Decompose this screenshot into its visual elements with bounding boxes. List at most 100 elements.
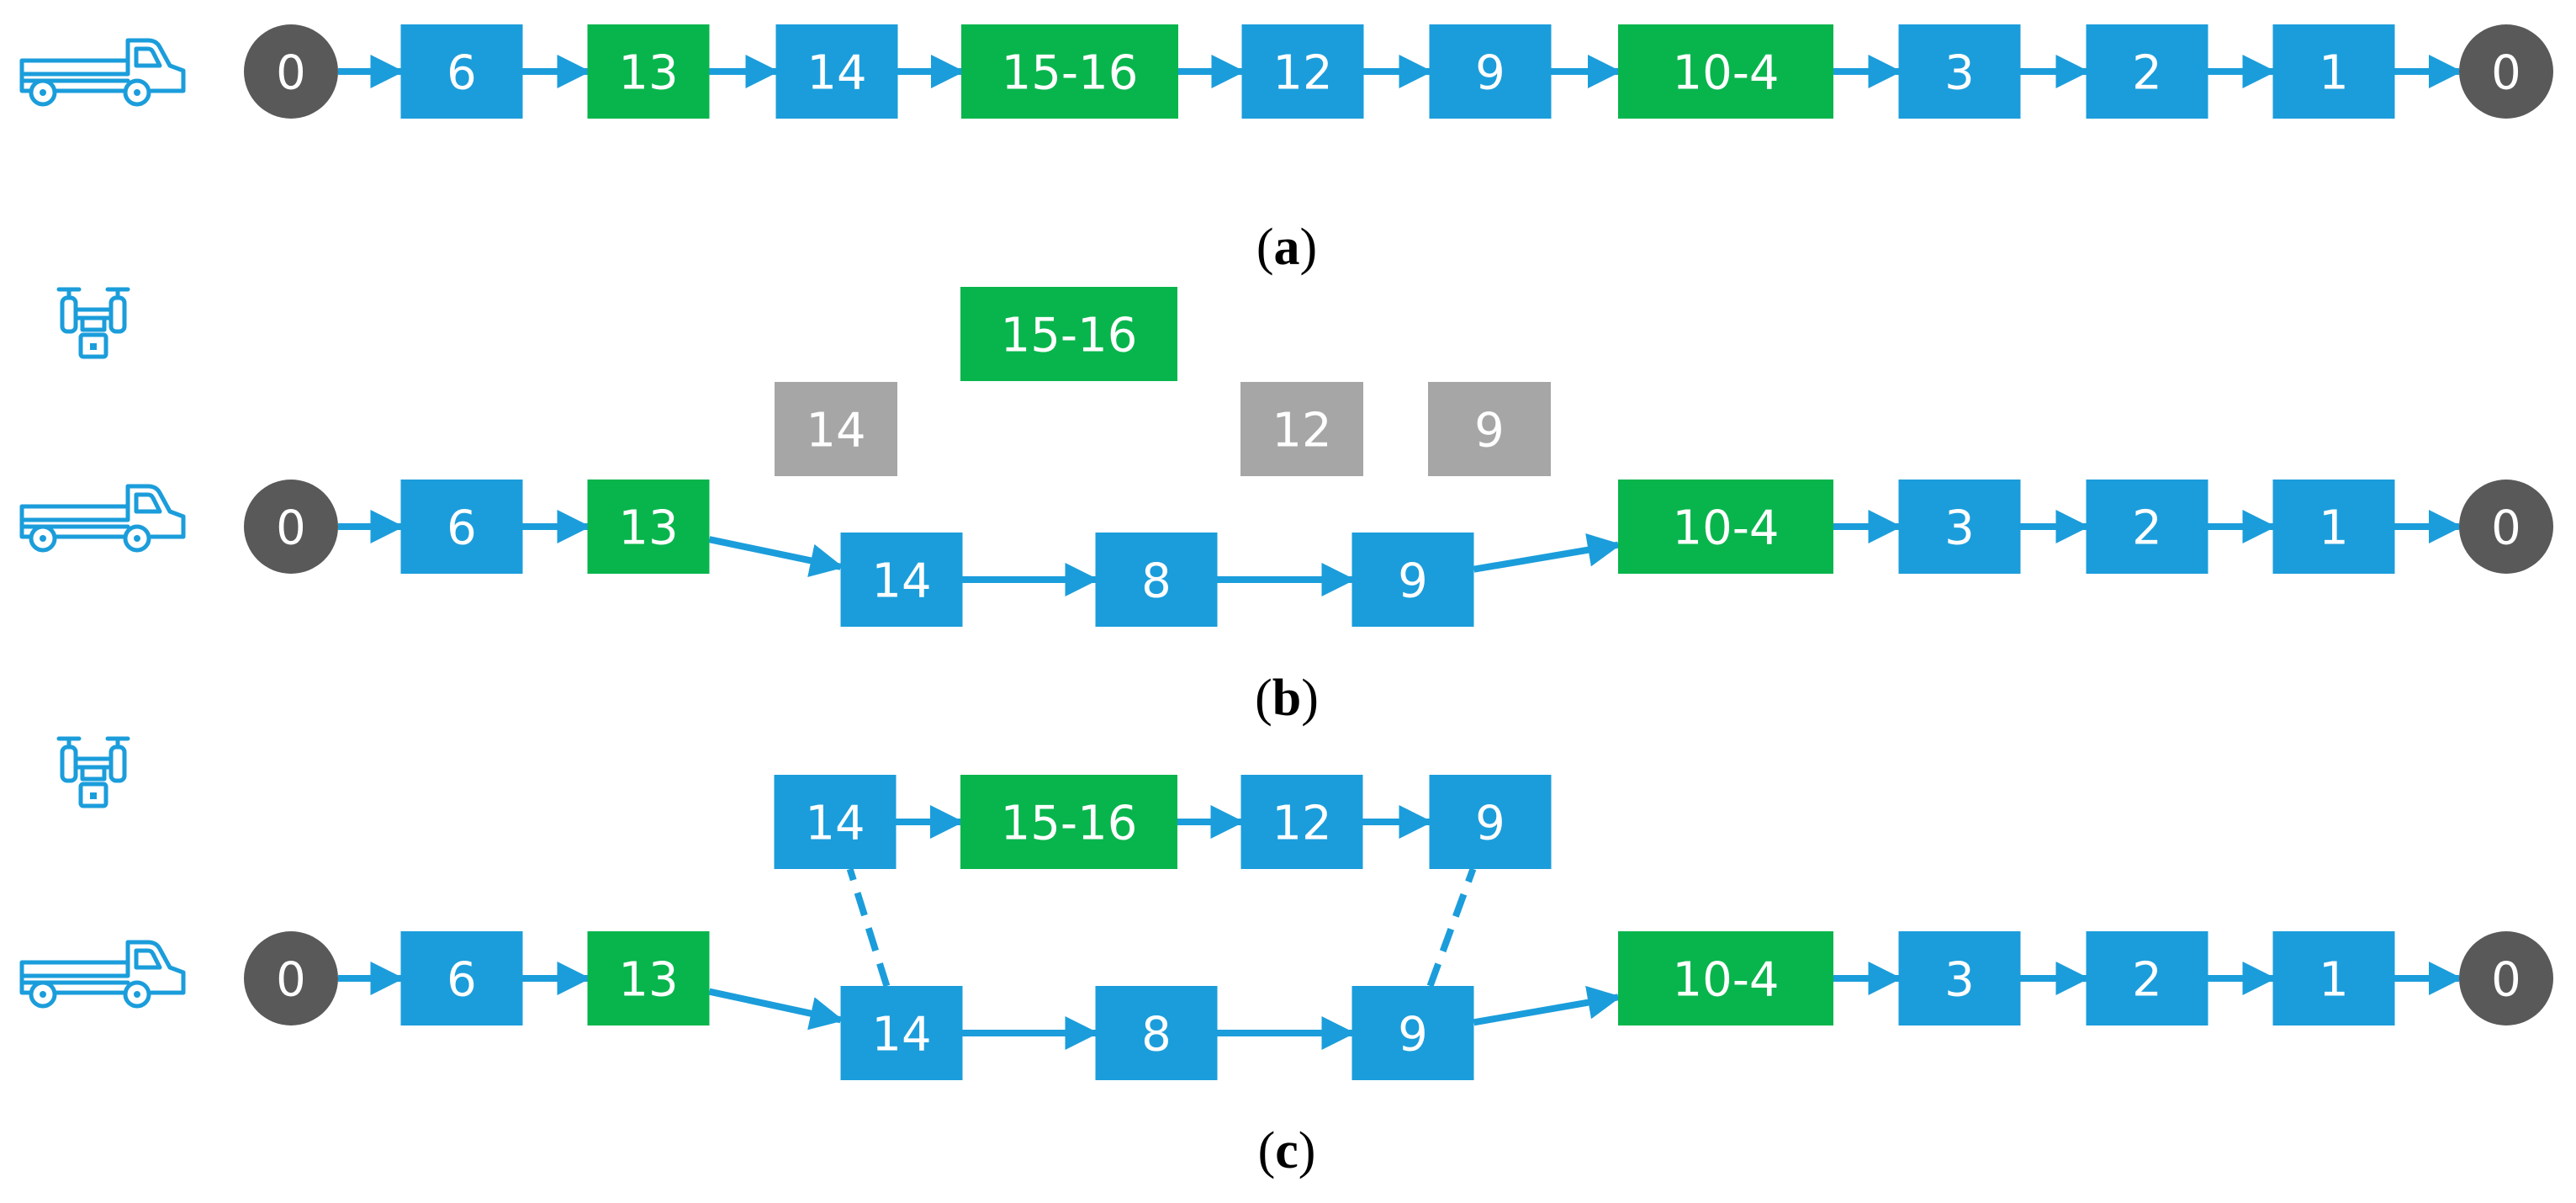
node-label: 13 (618, 953, 678, 1008)
node-label: 1 (2319, 46, 2349, 101)
route-node: 8 (1095, 986, 1218, 1080)
route-node: 13 (587, 480, 710, 574)
node-label: 0 (2491, 501, 2521, 556)
node-label: 12 (1272, 797, 1331, 851)
depot-circle (244, 480, 338, 574)
depot-circle (244, 931, 338, 1025)
node-box (1618, 480, 1833, 574)
route-node: 9 (1351, 986, 1474, 1080)
route-node: 14 (775, 382, 897, 476)
node-box (1618, 24, 1833, 119)
route-node: 15-16 (960, 775, 1177, 869)
node-label: 8 (1141, 554, 1172, 609)
route-node: 15-16 (961, 24, 1178, 119)
route-node: 15-16 (960, 287, 1177, 381)
node-box (400, 480, 523, 574)
route-node: 14 (775, 24, 898, 119)
node-box (400, 24, 523, 119)
route-node: 13 (587, 931, 710, 1025)
panel-c-caption: (c) (1258, 1122, 1316, 1179)
node-box (587, 480, 710, 574)
node-box (587, 931, 710, 1025)
depot-circle (2459, 480, 2553, 574)
truck-icon (19, 940, 186, 1009)
depot-circle (2459, 931, 2553, 1025)
route-arrow (1473, 533, 1621, 573)
drone-icon (56, 287, 130, 359)
depot-circle (244, 24, 338, 119)
node-box (1428, 382, 1551, 476)
node-label: 14 (805, 797, 865, 851)
dashed-connector (846, 867, 891, 988)
node-label: 12 (1272, 46, 1332, 101)
node-box (1351, 533, 1474, 627)
node-box (1898, 24, 2021, 119)
node-box (1351, 986, 1474, 1080)
depot-node: 0 (244, 931, 338, 1025)
route-node: 6 (400, 24, 523, 119)
route-node: 13 (587, 24, 710, 119)
panel-b-caption: (b) (1255, 670, 1319, 727)
route-node: 9 (1429, 775, 1552, 869)
route-node: 8 (1095, 533, 1218, 627)
route-node: 1 (2272, 480, 2395, 574)
node-label: 1 (2319, 953, 2349, 1008)
route-node: 12 (1241, 24, 1364, 119)
node-box (2086, 480, 2208, 574)
panel-b-icons (19, 287, 186, 553)
route-node: 14 (774, 775, 897, 869)
node-label: 1 (2319, 501, 2349, 556)
node-label: 15-16 (1001, 309, 1138, 363)
node-box (2272, 24, 2395, 119)
panel-a-caption: (a) (1256, 219, 1317, 276)
node-box (400, 931, 523, 1025)
node-label: 6 (447, 501, 477, 556)
node-label: 0 (2491, 46, 2521, 101)
truck-icon (19, 38, 186, 107)
panel-c-icons (19, 736, 186, 1009)
node-label: 0 (2491, 953, 2521, 1008)
route-node: 10-4 (1618, 931, 1833, 1025)
node-label: 0 (276, 46, 306, 101)
route-node: 2 (2086, 931, 2208, 1025)
depot-node: 0 (2459, 931, 2553, 1025)
node-box (1429, 24, 1552, 119)
node-label: 3 (1944, 501, 1975, 556)
depot-node: 0 (2459, 24, 2553, 119)
node-box (1241, 24, 1364, 119)
depot-circle (2459, 24, 2553, 119)
route-node: 1 (2272, 24, 2395, 119)
route-node: 12 (1240, 382, 1363, 476)
node-label: 9 (1474, 404, 1505, 458)
node-label: 0 (276, 501, 306, 556)
node-box (587, 24, 710, 119)
node-box (2086, 931, 2208, 1025)
node-label: 13 (618, 501, 678, 556)
node-box (775, 24, 898, 119)
route-node: 1 (2272, 931, 2395, 1025)
node-label: 9 (1398, 1008, 1428, 1063)
node-label: 2 (2132, 953, 2162, 1008)
route-arrow (708, 536, 844, 578)
route-node: 3 (1898, 931, 2021, 1025)
route-node: 14 (840, 533, 963, 627)
route-node: 3 (1898, 24, 2021, 119)
route-arrow (708, 988, 844, 1031)
route-arrow (1473, 985, 1621, 1026)
route-node: 10-4 (1618, 24, 1833, 119)
node-box (840, 533, 963, 627)
node-box (1095, 986, 1218, 1080)
route-node: 14 (840, 986, 963, 1080)
route-node: 10-4 (1618, 480, 1833, 574)
node-label: 14 (871, 554, 931, 609)
node-box (1240, 382, 1363, 476)
node-label: 15-16 (1002, 46, 1139, 101)
node-label: 14 (807, 46, 866, 101)
node-box (1240, 775, 1363, 869)
depot-node: 0 (244, 480, 338, 574)
node-box (1898, 480, 2021, 574)
drone-icon (56, 736, 130, 808)
